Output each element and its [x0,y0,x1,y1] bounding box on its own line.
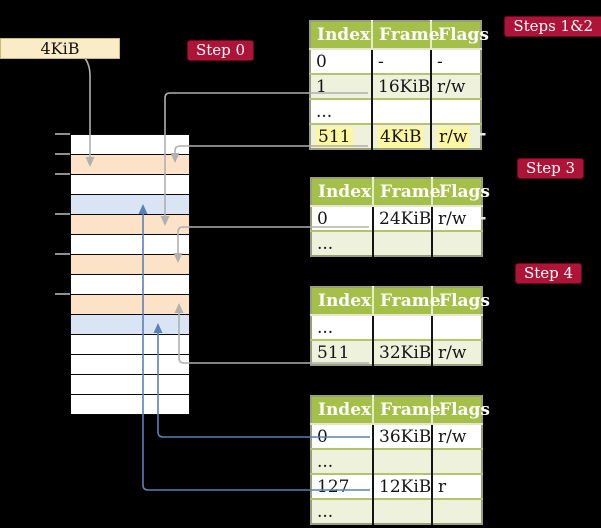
badge-step-4: Step 4 [515,263,583,284]
page-table-3: Index Frame Flags ... 511 32KiB r/w [310,286,490,366]
memory-row-2 [71,155,189,175]
column-header-flags: Flags [431,287,490,316]
column-header-frame: Frame [372,287,441,316]
table-row: 511 4KiB r/w [310,123,481,149]
table-row: 1 16KiB r/w [310,73,481,99]
memory-row-10 [71,315,189,335]
memory-row-3 [71,175,189,195]
page-table-2: Index Frame Flags 0 24KiB r/w ... [310,177,490,257]
memory-row-13 [71,375,189,395]
column-header-flags: Flags [430,21,489,50]
page-table-1: Index Frame Flags 0 - - 1 16KiB r/w ... … [309,20,489,150]
memory-row-4 [71,195,189,215]
table-row: 127 12KiB r [311,473,482,499]
column-header-index: Index [310,21,372,50]
tick-mark [55,133,70,135]
table-row: ... [311,448,482,474]
tick-mark [55,213,70,215]
column-header-frame: Frame [372,178,441,207]
badge-step-3: Step 3 [517,158,585,179]
table-row: ... [310,98,481,124]
table-row: ... [311,315,482,340]
column-header-index: Index [311,396,373,425]
table-row: 511 32KiB r/w [311,339,482,365]
memory-row-9 [71,295,189,315]
tick-mark [55,293,70,295]
memory-row-7 [71,255,189,275]
tick-mark [55,173,70,175]
page-table-4: Index Frame Flags 0 36KiB r/w ... 127 12… [310,395,490,525]
table-row: ... [311,498,482,524]
column-header-flags: Flags [431,178,490,207]
memory-row-11 [71,335,189,355]
memory-row-5 [71,215,189,235]
memory-column [70,134,190,415]
column-header-index: Index [311,178,373,207]
tick-mark [55,253,70,255]
memory-row-8 [71,275,189,295]
table-row: 0 24KiB r/w [311,206,482,231]
badge-step-0: Step 0 [187,40,255,61]
frame-address-label: 4KiB [0,38,120,59]
badge-steps-1-2: Steps 1&2 [504,16,601,37]
memory-row-12 [71,355,189,375]
table-row: ... [311,230,482,256]
tick-mark [55,153,70,155]
column-header-flags: Flags [431,396,490,425]
table-row: 0 - - [310,49,481,74]
column-header-frame: Frame [371,21,440,50]
column-header-index: Index [311,287,373,316]
memory-row-14 [71,395,189,414]
table-row: 0 36KiB r/w [311,424,482,449]
memory-row-6 [71,235,189,255]
column-header-frame: Frame [372,396,441,425]
memory-row-1 [71,135,189,155]
